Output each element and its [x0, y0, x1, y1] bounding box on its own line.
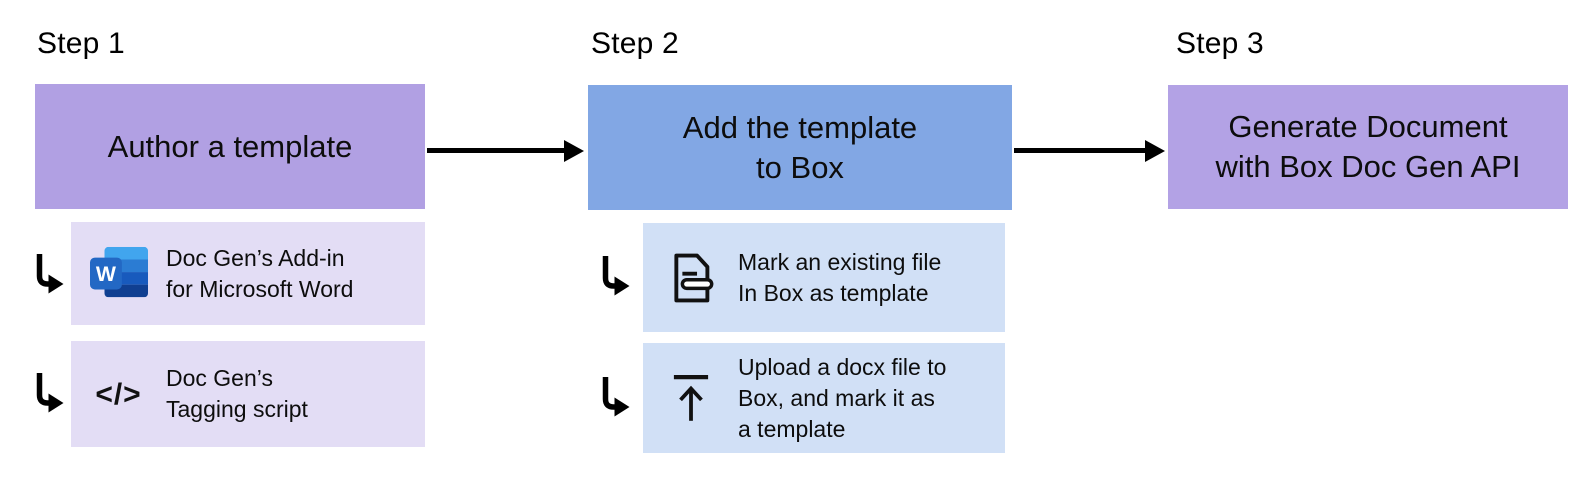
step2-title: Add the template to Box: [682, 109, 918, 185]
code-tags-icon: </>: [71, 379, 166, 410]
item-text: Doc Gen’s Tagging script: [166, 365, 308, 422]
branch-arrow-icon: [36, 373, 64, 413]
step2-item-upload-docx: Upload a docx file to Box, and mark it a…: [643, 343, 1005, 453]
step1-item-tagging-script: </> Doc Gen’s Tagging script: [71, 341, 425, 447]
step2-box: Add the template to Box: [588, 85, 1012, 210]
step1-title: Author a template: [107, 128, 353, 164]
item-text: Upload a docx file to Box, and mark it a…: [738, 353, 947, 442]
step3-title: Generate Document with Box Doc Gen API: [1215, 109, 1521, 184]
step3-label: Step 3: [1176, 27, 1264, 60]
upload-icon: [643, 373, 738, 423]
branch-arrow-icon: [36, 254, 64, 294]
step1-label: Step 1: [37, 27, 125, 60]
step1-item-word-addin: W Doc Gen’s Add-in for Microsoft Word: [71, 222, 425, 325]
arrow-connector-step1-step2: [427, 139, 584, 162]
item-text: Doc Gen’s Add-in for Microsoft Word: [166, 244, 354, 302]
step1-box: Author a template: [35, 84, 425, 209]
branch-arrow-icon: [602, 377, 630, 417]
step2-label: Step 2: [591, 27, 679, 60]
step3-box: Generate Document with Box Doc Gen API: [1168, 85, 1568, 209]
step2-item-mark-existing-file: Mark an existing file In Box as template: [643, 223, 1005, 332]
file-template-icon: [643, 253, 738, 303]
arrow-connector-step2-step3: [1014, 139, 1165, 162]
code-glyph: </>: [95, 377, 142, 411]
microsoft-word-icon: W: [71, 245, 166, 303]
branch-arrow-icon: [602, 256, 630, 296]
word-logo-letter: W: [95, 261, 116, 285]
item-text: Mark an existing file In Box as template: [738, 248, 942, 306]
